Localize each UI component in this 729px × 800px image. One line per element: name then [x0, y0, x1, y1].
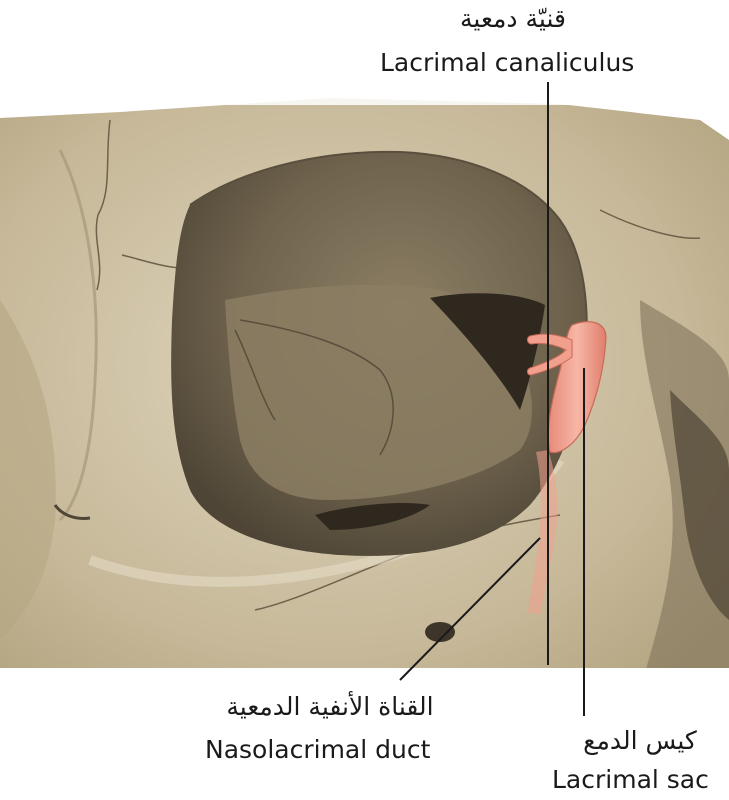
- sac-label-en: Lacrimal sac: [552, 765, 709, 794]
- nasolacrimal-label-ar: القناة الأنفية الدمعية: [200, 692, 460, 721]
- sac-label-ar: كيس الدمع: [565, 726, 715, 755]
- canaliculus-label-ar: قنيّة دمعية: [428, 4, 598, 33]
- canaliculus-label-en: Lacrimal canaliculus: [380, 48, 634, 77]
- orbit: [171, 152, 587, 556]
- nasolacrimal-label-en: Nasolacrimal duct: [205, 735, 430, 764]
